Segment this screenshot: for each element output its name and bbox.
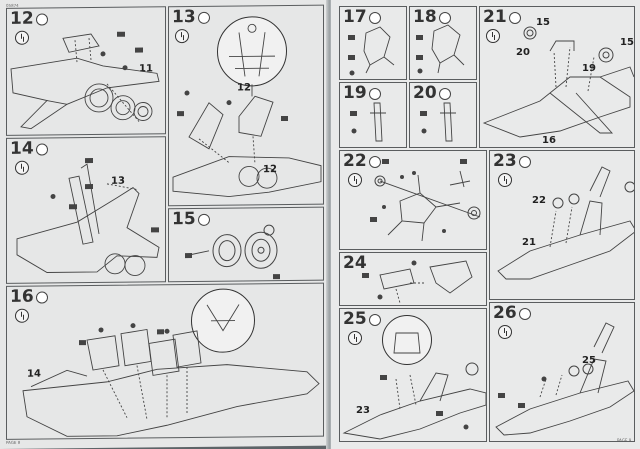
clock-icon bbox=[348, 173, 362, 187]
step-number: 18 bbox=[413, 7, 437, 27]
step-12-panel: 12 11 bbox=[6, 6, 166, 136]
part-label: 13 bbox=[111, 175, 125, 187]
step-21-header: 21 bbox=[483, 9, 521, 26]
step-20-panel: 20 bbox=[409, 82, 477, 148]
step-15-drawing bbox=[185, 224, 280, 280]
step-14-drawing bbox=[16, 158, 160, 277]
step-21-panel: 21 15 20 15 19 bbox=[479, 6, 635, 148]
step-19-drawing bbox=[350, 102, 386, 142]
clock-icon bbox=[498, 173, 512, 187]
clock-icon bbox=[486, 29, 500, 43]
glue-circle-icon bbox=[368, 87, 381, 100]
step-18-panel: 18 bbox=[409, 6, 477, 80]
step-26-header: 26 bbox=[493, 305, 531, 322]
glue-circle-icon bbox=[368, 313, 381, 326]
step-16-drawing bbox=[22, 304, 320, 437]
part-label: 25 bbox=[582, 355, 596, 366]
part-label: 15 bbox=[620, 37, 634, 48]
step-23-drawing bbox=[497, 166, 634, 280]
step-17-panel: 17 bbox=[339, 6, 407, 80]
step-number: 21 bbox=[483, 7, 507, 27]
glue-circle-icon bbox=[508, 11, 521, 24]
part-label: 14 bbox=[27, 368, 41, 380]
step-12-drawing bbox=[10, 31, 160, 130]
glue-circle-icon bbox=[518, 307, 531, 320]
step-number: 22 bbox=[343, 151, 367, 171]
step-22-header: 22 bbox=[343, 153, 381, 170]
step-19-panel: 19 bbox=[339, 82, 407, 148]
step-25-drawing bbox=[342, 332, 486, 440]
step-13-drawing bbox=[172, 23, 322, 198]
step-number: 23 bbox=[493, 151, 517, 171]
clock-icon bbox=[498, 325, 512, 339]
step-24-drawing bbox=[362, 260, 473, 304]
step-number: 26 bbox=[493, 303, 517, 323]
step-18-header: 18 bbox=[413, 9, 451, 26]
step-24-header: 24 bbox=[343, 255, 367, 272]
step-23-panel: 23 22 21 bbox=[489, 150, 635, 300]
part-label: 16 bbox=[542, 135, 556, 146]
step-23-header: 23 bbox=[493, 153, 531, 170]
step-22-drawing bbox=[370, 159, 481, 242]
part-label: 23 bbox=[356, 405, 370, 416]
page-footer: PAGE 9 bbox=[617, 438, 632, 443]
glue-circle-icon bbox=[438, 87, 451, 100]
step-number: 17 bbox=[343, 7, 367, 27]
step-number: 24 bbox=[343, 253, 367, 273]
page-footer: PAGE 8 bbox=[6, 439, 21, 445]
step-26-panel: 26 25 bbox=[489, 302, 635, 442]
part-label: 21 bbox=[522, 237, 536, 248]
step-17-drawing bbox=[348, 26, 395, 76]
step-26-drawing bbox=[495, 322, 634, 436]
step-13-panel: 13 1 bbox=[168, 4, 324, 207]
part-label: 12 bbox=[237, 82, 251, 94]
part-label: 15 bbox=[536, 17, 550, 28]
step-number: 25 bbox=[343, 309, 367, 329]
glue-circle-icon bbox=[518, 155, 531, 168]
step-22-panel: 22 bbox=[339, 150, 487, 250]
clock-icon bbox=[348, 331, 362, 345]
left-page: 05874 PAGE 8 12 bbox=[0, 0, 328, 449]
part-label: 20 bbox=[516, 47, 530, 58]
step-17-header: 17 bbox=[343, 9, 381, 26]
step-number: 20 bbox=[413, 83, 437, 103]
step-24-panel: 24 bbox=[339, 252, 487, 306]
step-25-header: 25 bbox=[343, 311, 381, 328]
glue-circle-icon bbox=[438, 11, 451, 24]
part-label: 22 bbox=[532, 195, 546, 206]
part-label: 19 bbox=[582, 63, 596, 74]
step-16-panel: 16 1 bbox=[6, 282, 324, 440]
step-20-drawing bbox=[420, 102, 456, 142]
step-15-panel: 15 bbox=[168, 206, 324, 283]
part-label: 12 bbox=[263, 164, 277, 176]
step-21-drawing bbox=[482, 26, 634, 138]
step-number: 19 bbox=[343, 83, 367, 103]
step-20-header: 20 bbox=[413, 85, 451, 102]
right-page: PAGE 9 17 18 bbox=[331, 0, 640, 449]
step-18-drawing bbox=[416, 24, 465, 74]
binding-gutter bbox=[326, 0, 333, 449]
glue-circle-icon bbox=[368, 155, 381, 168]
detail-inset bbox=[382, 315, 432, 365]
glue-circle-icon bbox=[368, 11, 381, 24]
step-25-panel: 25 23 bbox=[339, 308, 487, 442]
step-19-header: 19 bbox=[343, 85, 381, 102]
part-label: 11 bbox=[139, 63, 153, 75]
step-14-panel: 14 13 bbox=[6, 136, 166, 284]
